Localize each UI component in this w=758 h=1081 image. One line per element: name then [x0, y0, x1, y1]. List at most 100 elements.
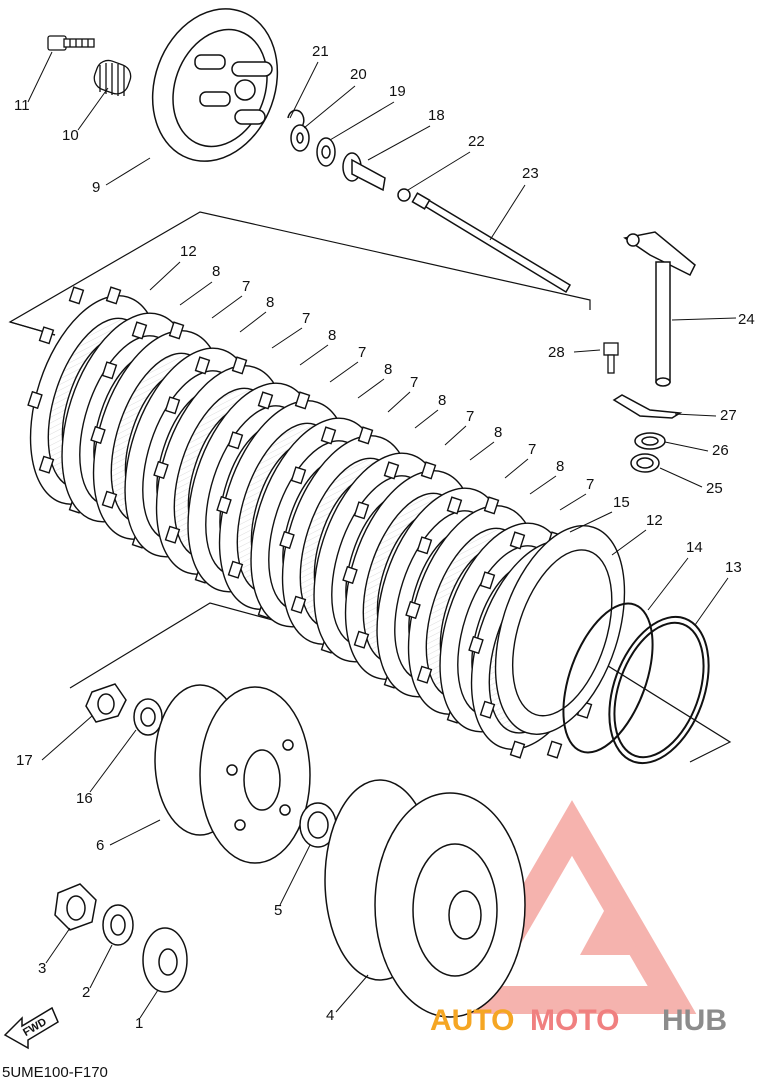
lock-washer	[133, 698, 163, 736]
leader-line	[694, 577, 729, 626]
ball	[397, 188, 411, 202]
friction-and-clutch-plate-stack	[27, 286, 626, 759]
part-callout-6: 6	[96, 837, 104, 854]
part-callout-8: 8	[266, 294, 274, 311]
leader-line	[357, 378, 385, 399]
thrust-bearing	[316, 137, 336, 167]
part-callout-7: 7	[302, 310, 310, 327]
part-callout-26: 26	[712, 442, 729, 459]
leader-line	[279, 844, 311, 906]
leader-line	[45, 927, 71, 964]
friction-plate-last	[494, 525, 626, 735]
part-callout-16: 16	[76, 790, 93, 807]
part-callout-7: 7	[466, 408, 474, 425]
leader-line	[559, 493, 587, 511]
part-callout-11: 11	[14, 97, 30, 114]
leader-line	[105, 157, 151, 186]
leader-line	[489, 184, 526, 241]
part-callout-1: 1	[135, 1015, 143, 1032]
part-callout-8: 8	[212, 263, 220, 280]
part-callout-14: 14	[686, 539, 703, 556]
part-callout-20: 20	[350, 66, 367, 83]
leader-line	[469, 441, 495, 461]
leader-line	[569, 511, 613, 533]
leader-line	[573, 349, 601, 353]
leader-line	[89, 729, 137, 793]
leader-line	[211, 295, 243, 319]
primary-driven-gear-housing	[324, 779, 526, 1018]
part-callout-21: 21	[312, 43, 329, 60]
leader-line	[529, 475, 557, 495]
clutch-boss	[154, 684, 311, 864]
thrust-washer	[299, 802, 337, 848]
part-callout-8: 8	[438, 392, 446, 409]
part-callout-17: 17	[16, 752, 33, 769]
leader-line	[444, 425, 467, 446]
part-callout-5: 5	[274, 902, 282, 919]
needle-bearing	[630, 453, 660, 473]
leader-line	[299, 344, 329, 366]
washer	[290, 124, 310, 152]
push-rod-1	[342, 152, 386, 192]
push-lever-shaft	[623, 231, 696, 387]
bolt-28	[603, 342, 619, 374]
leader-line	[239, 311, 267, 333]
part-callout-15: 15	[613, 494, 630, 511]
part-callout-12: 12	[646, 512, 663, 529]
leader-line	[27, 51, 53, 103]
part-callout-19: 19	[389, 83, 406, 100]
leader-line	[303, 85, 356, 129]
leader-line	[414, 409, 439, 429]
forward-direction-arrow: FWD	[3, 1006, 59, 1050]
leader-line	[367, 125, 431, 161]
pressure-plate	[151, 8, 279, 162]
part-callout-7: 7	[242, 278, 250, 295]
part-callout-24: 24	[738, 311, 755, 328]
seat-ring	[608, 615, 710, 765]
primary-drive-nut	[54, 883, 97, 931]
part-callout-23: 23	[522, 165, 539, 182]
watermark-auto: AUTO	[430, 1004, 514, 1037]
callout-leader-lines	[27, 51, 737, 1019]
diagram-code: 5UME100-F170	[2, 1064, 108, 1081]
part-callout-22: 22	[468, 133, 485, 150]
leader-line	[149, 261, 181, 291]
leader-line	[387, 391, 411, 413]
plate-27	[612, 394, 683, 419]
part-callout-8: 8	[384, 361, 392, 378]
cushion-spring-ring	[562, 602, 654, 754]
leader-line	[671, 317, 737, 321]
leader-line	[329, 361, 359, 383]
watermark-hub: HUB	[662, 1004, 727, 1037]
primary-drive-gear	[142, 927, 188, 993]
leader-line	[659, 467, 703, 488]
primary-lock-washer	[102, 904, 134, 946]
part-callout-4: 4	[326, 1007, 334, 1024]
part-callout-12: 12	[180, 243, 197, 260]
leader-line	[647, 557, 689, 611]
leader-line	[407, 151, 471, 191]
part-callout-7: 7	[410, 374, 418, 391]
part-callout-8: 8	[556, 458, 564, 475]
part-callout-2: 2	[82, 984, 90, 1001]
part-callout-3: 3	[38, 960, 46, 977]
clutch-spring	[93, 59, 132, 96]
leader-line	[329, 101, 395, 141]
part-callout-27: 27	[720, 407, 737, 424]
part-callout-28: 28	[548, 344, 565, 361]
part-callout-25: 25	[706, 480, 723, 497]
part-callout-8: 8	[494, 424, 502, 441]
leader-line	[504, 458, 529, 479]
part-callout-18: 18	[428, 107, 445, 124]
push-rod-2	[411, 192, 572, 294]
leader-line	[139, 989, 159, 1019]
part-callout-10: 10	[62, 127, 79, 144]
leader-line	[77, 87, 109, 131]
callout-labels: 1110921201918222324282726251287878787878…	[14, 43, 755, 1032]
oil-seal	[634, 432, 666, 450]
part-callout-7: 7	[528, 441, 536, 458]
watermark-text: AUTO MOTO HUB	[430, 1004, 727, 1037]
spring-bolt	[47, 35, 95, 51]
leader-line	[109, 819, 161, 846]
